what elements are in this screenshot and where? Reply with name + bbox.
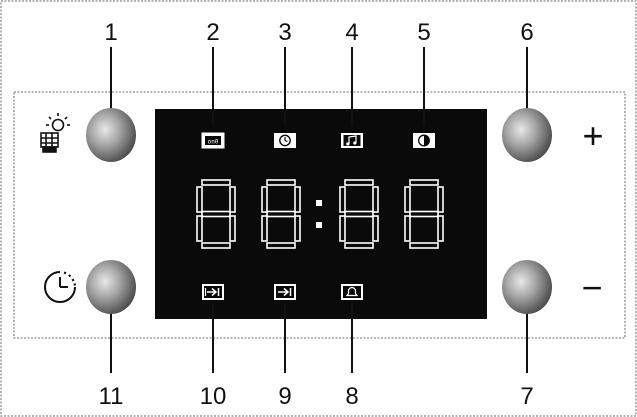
segment-c [294, 215, 301, 242]
display-digit-1 [196, 179, 236, 249]
callout-2: 2 [206, 19, 219, 46]
segment-e [339, 215, 346, 242]
segment-f [261, 186, 268, 213]
callout-9: 9 [278, 383, 291, 410]
segment-d [201, 242, 231, 249]
segment-f [196, 186, 203, 213]
segment-a [266, 179, 296, 186]
segment-f [404, 186, 411, 213]
seven-segment-display [196, 179, 444, 249]
display-digit-4 [404, 179, 444, 249]
segment-d [266, 242, 296, 249]
clock-timer-icon [44, 271, 77, 303]
callout-6: 6 [520, 19, 533, 46]
segment-g [344, 210, 374, 218]
segment-b [437, 186, 444, 213]
segment-a [409, 179, 439, 186]
light-bulb-icon [40, 113, 70, 153]
contrast-icon [413, 133, 435, 148]
callout-8: 8 [345, 383, 358, 410]
callout-3: 3 [278, 19, 291, 46]
plus-label: + [582, 115, 603, 156]
callout-7: 7 [520, 383, 533, 410]
knob-6[interactable] [502, 108, 552, 162]
end-time-icon [274, 284, 296, 300]
segment-c [229, 215, 236, 242]
knob-1[interactable] [86, 108, 136, 162]
clock-icon [274, 133, 296, 148]
segment-b [229, 186, 236, 213]
segment-d [409, 242, 439, 249]
segment-b [294, 186, 301, 213]
segment-a [344, 179, 374, 186]
display-colon [316, 200, 322, 228]
segment-f [339, 186, 346, 213]
bell-icon [341, 284, 363, 300]
callout-1: 1 [104, 19, 117, 46]
knob-11[interactable] [86, 260, 136, 314]
start-time-icon [202, 284, 224, 300]
minus-label: − [581, 267, 602, 308]
callout-10: 10 [200, 383, 227, 410]
svg-text:on0: on0 [208, 139, 219, 146]
segment-e [404, 215, 411, 242]
callout-4: 4 [345, 19, 358, 46]
knob-7[interactable] [502, 260, 552, 314]
segment-d [344, 242, 374, 249]
segment-g [201, 210, 231, 218]
segment-c [372, 215, 379, 242]
child-lock-icon: on0 [201, 132, 225, 149]
segment-b [372, 186, 379, 213]
segment-a [201, 179, 231, 186]
segment-c [437, 215, 444, 242]
callout-11: 11 [99, 383, 124, 410]
music-note-icon [341, 133, 363, 148]
segment-g [266, 210, 296, 218]
display-digit-2 [261, 179, 301, 249]
segment-e [261, 215, 268, 242]
display-digit-3 [339, 179, 379, 249]
segment-e [196, 215, 203, 242]
callout-5: 5 [417, 19, 430, 46]
segment-g [409, 210, 439, 218]
leader-lines [110, 47, 528, 373]
